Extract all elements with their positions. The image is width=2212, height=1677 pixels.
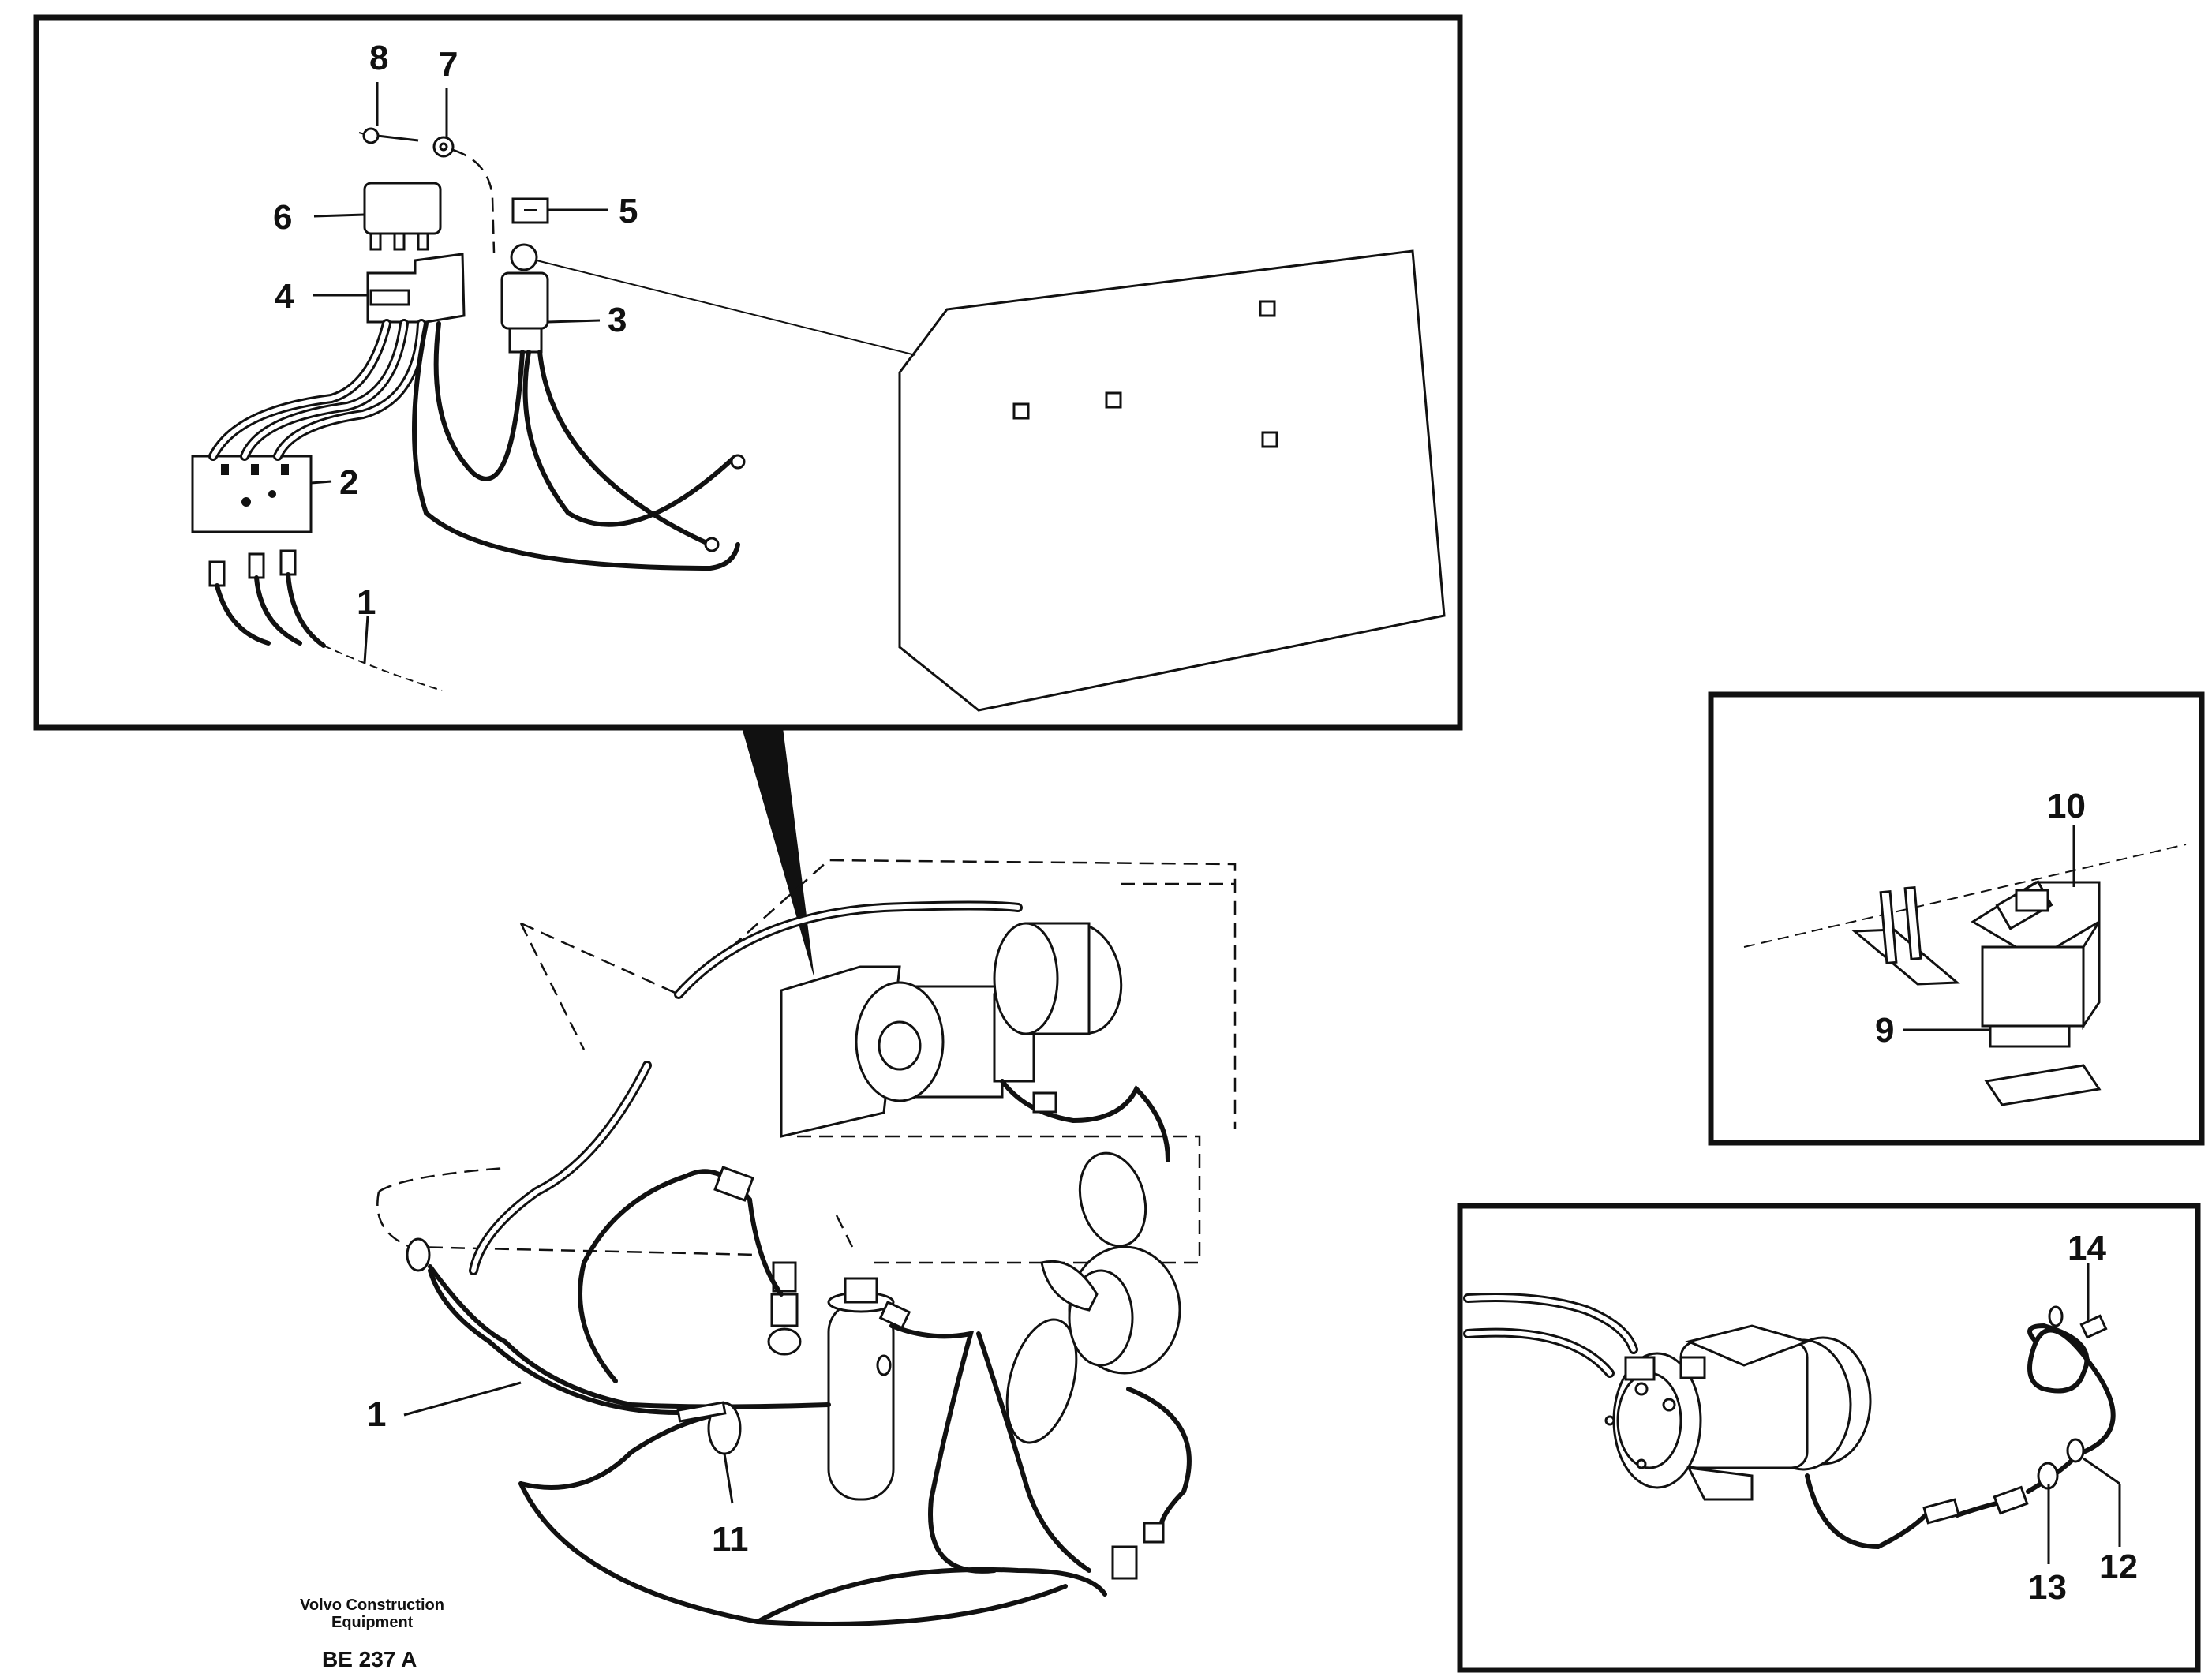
callout-13: 13 bbox=[2028, 1568, 2067, 1607]
callout-4: 4 bbox=[275, 277, 294, 316]
harness-connector bbox=[1032, 1091, 1057, 1114]
callout-9: 9 bbox=[1875, 1011, 1894, 1050]
publisher-line-1: Volvo Construction bbox=[300, 1597, 444, 1614]
connector-part-2 bbox=[191, 455, 313, 533]
mounting-panel bbox=[898, 249, 1446, 712]
terminal-group bbox=[208, 549, 297, 587]
relay-socket-part-4 bbox=[366, 253, 466, 324]
dashboard-line bbox=[1743, 844, 2187, 948]
drawing-reference: BE 237 A bbox=[322, 1647, 417, 1671]
callout-7: 7 bbox=[439, 45, 458, 84]
panel-hole bbox=[1261, 431, 1278, 448]
detail-pointer bbox=[742, 728, 814, 979]
callout-12: 12 bbox=[2099, 1548, 2138, 1586]
sensor-part-11 bbox=[676, 1401, 742, 1504]
harness-connector bbox=[713, 1166, 754, 1202]
callout-1-main: 1 bbox=[367, 1395, 386, 1434]
fuse-part-5 bbox=[511, 197, 549, 224]
leader-to-panel bbox=[536, 260, 916, 356]
switch-connector bbox=[767, 1261, 802, 1356]
leader-12-a bbox=[2083, 1457, 2120, 1485]
callout-14: 14 bbox=[2068, 1229, 2106, 1267]
grommet bbox=[406, 1237, 431, 1272]
detail-inset-switch: 10 9 bbox=[1708, 691, 2205, 1146]
callout-2: 2 bbox=[339, 463, 358, 502]
connector-part-13b bbox=[1993, 1485, 2029, 1515]
callout-1-detail: 1 bbox=[357, 583, 376, 622]
ac-compressor bbox=[1604, 1324, 1872, 1501]
condenser-fan bbox=[1005, 1151, 1181, 1444]
detail-frame-switch bbox=[1708, 691, 2205, 1146]
publisher-line-2: Equipment bbox=[331, 1614, 414, 1631]
leader-6 bbox=[313, 213, 365, 218]
harness-connector bbox=[1111, 1545, 1138, 1580]
fuse-holder-part-3 bbox=[500, 243, 549, 354]
screw-path-dashed bbox=[452, 148, 496, 253]
harness-wires-top bbox=[208, 319, 746, 691]
callout-5: 5 bbox=[619, 192, 638, 230]
main-assembly-drawing: 1 11 Volvo Construction Equipment BE 237… bbox=[300, 859, 1237, 1671]
panel-hole bbox=[1105, 391, 1122, 409]
leader-3 bbox=[547, 319, 601, 324]
panel-hole bbox=[1012, 402, 1030, 420]
leader-1-main bbox=[403, 1381, 522, 1417]
callout-3: 3 bbox=[608, 301, 627, 339]
detail-frame-compressor bbox=[1457, 1203, 2201, 1673]
detail-inset-electrical: 8 7 6 5 4 3 2 1 bbox=[33, 14, 1463, 731]
connector-part-13 bbox=[1922, 1498, 1960, 1525]
switch-cutout bbox=[1851, 886, 1960, 986]
callout-8: 8 bbox=[369, 39, 388, 77]
screw-part-8 bbox=[358, 127, 419, 144]
terminal-part-14 bbox=[2048, 1305, 2064, 1327]
switch-base-part-9 bbox=[1984, 1024, 2102, 1106]
panel-hole bbox=[1259, 300, 1276, 317]
detail-inset-compressor: 14 13 12 bbox=[1457, 1203, 2201, 1673]
blower-fan-assembly bbox=[855, 922, 1123, 1102]
callout-10: 10 bbox=[2047, 787, 2086, 825]
callout-11: 11 bbox=[712, 1520, 749, 1559]
rocker-switch-part-10 bbox=[1971, 880, 2101, 1030]
leader-1-top bbox=[363, 615, 369, 664]
callout-6: 6 bbox=[273, 198, 292, 237]
leader-2 bbox=[310, 480, 332, 485]
relay-part-6 bbox=[363, 182, 442, 251]
harness-connector bbox=[1143, 1522, 1165, 1544]
receiver-drier bbox=[827, 1277, 911, 1501]
washer-part-7 bbox=[432, 136, 455, 158]
